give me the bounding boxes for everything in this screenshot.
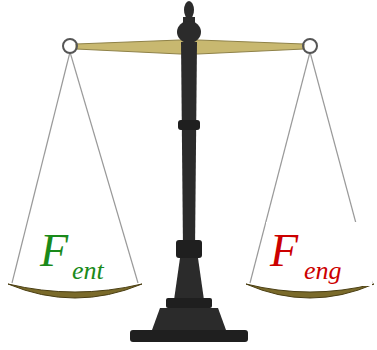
force-symbol: F [40,228,68,274]
force-subscript: eng [304,258,342,284]
force-symbol: F [270,228,298,274]
force-subscript: ent [72,258,104,284]
